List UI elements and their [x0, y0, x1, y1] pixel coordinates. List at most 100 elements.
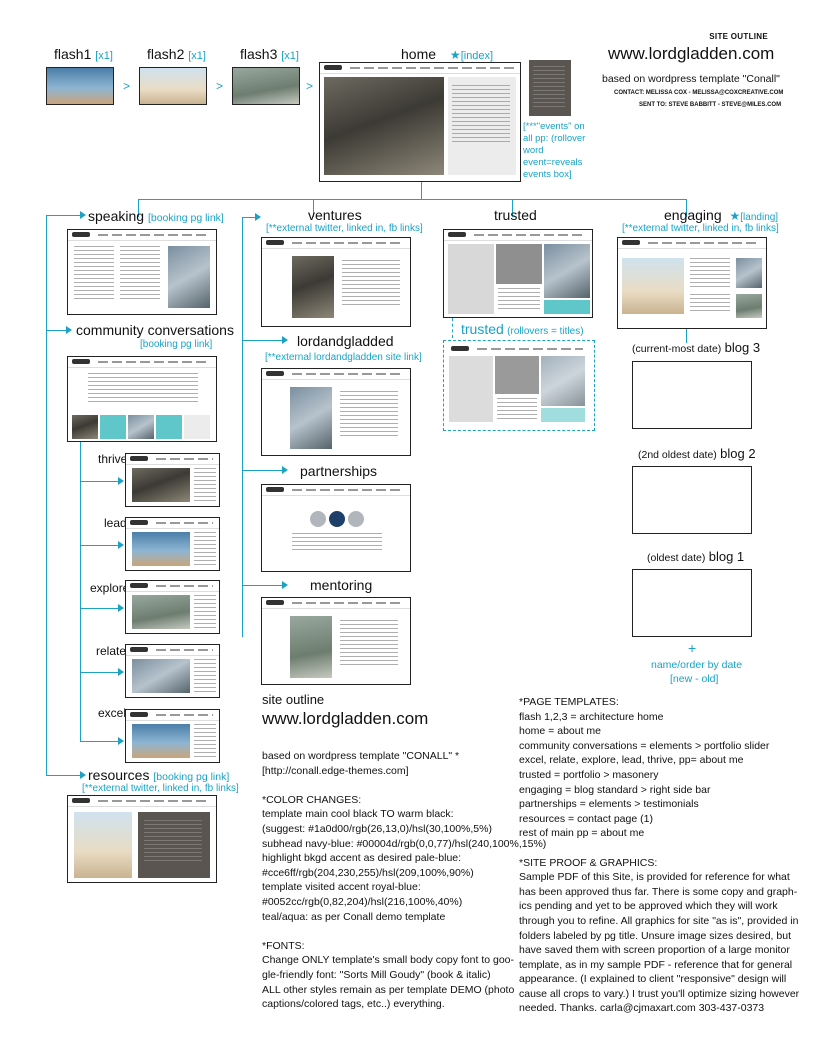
templates-line: has been approved thus far. There is som… [519, 885, 787, 900]
templates-line [519, 841, 787, 856]
outline-line [262, 778, 512, 793]
arrow-right-icon: > [123, 79, 130, 93]
home-thumbnail[interactable] [319, 62, 521, 182]
connector [242, 340, 282, 341]
events-box-thumbnail[interactable] [529, 60, 571, 116]
outline-line: template visited accent royal-blue: [262, 880, 512, 895]
connector [242, 470, 282, 471]
flash3-label: flash3 [x1] [240, 46, 299, 62]
partnerships-thumbnail[interactable] [261, 484, 411, 572]
connector [80, 442, 81, 742]
trusted-label: trusted [494, 207, 537, 223]
community-thumbnail[interactable] [67, 356, 217, 442]
templates-line: Sample PDF of this Site, is provided for… [519, 870, 787, 885]
trusted-thumbnail[interactable] [443, 229, 593, 318]
templates-line: community conversations = elements > por… [519, 739, 787, 754]
templates-line: template, as in my sample PDF - referenc… [519, 958, 787, 973]
arrow-icon [282, 336, 288, 344]
community-label: community conversations [76, 322, 234, 338]
flash2-thumbnail[interactable] [139, 67, 207, 105]
header-contact-2: SENT TO: STEVE BABBITT - STEVE@MILES.COM [639, 102, 781, 108]
connector [46, 215, 47, 775]
templates-line: *SITE PROOF & GRAPHICS: [519, 856, 787, 871]
connector [80, 545, 118, 546]
outline-line: highlight bkgd accent as desired pale-bl… [262, 851, 512, 866]
lordandgladded-label: lordandgladded [297, 333, 394, 349]
arrow-icon [66, 326, 72, 334]
templates-line: appearance. (I explained to client "resp… [519, 972, 787, 987]
header-url: www.lordgladden.com [608, 44, 774, 64]
site-outline-heading: SITE OUTLINE [709, 32, 768, 41]
resources-thumbnail[interactable] [67, 795, 217, 883]
engaging-thumbnail[interactable] [617, 237, 767, 329]
connector [421, 182, 422, 199]
lordandgladded-thumbnail[interactable] [261, 368, 411, 456]
outline-notes: site outline www.lordgladden.com based o… [262, 692, 512, 1012]
connector [46, 775, 80, 776]
outline-line: #0052cc/rgb(0,82,204)/hsl(216,100%,40%) [262, 895, 512, 910]
ventures-label: ventures [308, 207, 362, 223]
templates-line: ics pending and yet to be approved which… [519, 899, 787, 914]
header: SITE OUTLINE www.lordgladden.com based o… [600, 32, 810, 112]
flash1-label: flash1 [x1] [54, 46, 113, 62]
templates-line: cause all crops to vary.) I trust you'll… [519, 987, 787, 1002]
engaging-note: [**external twitter, linked in, fb links… [622, 223, 779, 234]
outline-line [262, 924, 512, 939]
outline-line: Change ONLY template's small body copy f… [262, 953, 512, 968]
trusted-rollover-thumbnail[interactable] [447, 344, 589, 425]
arrow-icon [282, 581, 288, 589]
blog1-box[interactable] [632, 569, 752, 637]
templates-line: have saved them with screen proportion o… [519, 943, 787, 958]
explore-thumbnail[interactable] [125, 580, 220, 634]
relate-thumbnail[interactable] [125, 644, 220, 698]
trusted-rollover-connector [452, 318, 453, 338]
arrow-right-icon: > [306, 79, 313, 93]
outline-title: site outline [262, 692, 512, 707]
blog3-box[interactable] [632, 361, 752, 429]
engaging-label: engaging ★[landing] [664, 207, 778, 223]
lead-thumbnail[interactable] [125, 517, 220, 571]
outline-line: teal/aqua: as per Conall demo template [262, 910, 512, 925]
star-icon: ★ [450, 48, 461, 62]
thrive-label: thrive [98, 452, 127, 466]
events-note: [***"events" on all pp: (rollover word e… [523, 121, 595, 181]
ventures-thumbnail[interactable] [261, 237, 411, 327]
templates-line: flash 1,2,3 = architecture home [519, 710, 787, 725]
resources-external-note: [**external twitter, linked in, fb links… [82, 783, 239, 794]
blog1-label: (oldest date) blog 1 [647, 549, 744, 564]
outline-line: subhead navy-blue: #00004d/rgb(0,0,77)/h… [262, 837, 512, 852]
speaking-thumbnail[interactable] [67, 229, 217, 315]
star-icon: ★ [730, 209, 741, 223]
mentoring-thumbnail[interactable] [261, 597, 411, 685]
flash1-thumbnail[interactable] [46, 67, 114, 105]
outline-line: template main cool black TO warm black: [262, 807, 512, 822]
explore-label: explore [90, 581, 129, 595]
connector [242, 585, 282, 586]
blog2-box[interactable] [632, 466, 752, 534]
blog2-label: (2nd oldest date) blog 2 [638, 446, 756, 461]
connector [46, 330, 68, 331]
templates-line: through you to refine. All graphics for … [519, 914, 787, 929]
thrive-thumbnail[interactable] [125, 453, 220, 507]
trusted-rollover-label: trusted (rollovers = titles) [461, 321, 584, 337]
speaking-label: speaking [booking pg link] [88, 208, 224, 224]
flash3-thumbnail[interactable] [232, 67, 300, 105]
header-based-on: based on wordpress template "Conall" [602, 73, 780, 85]
templates-line: trusted = portfolio > masonery [519, 768, 787, 783]
templates-line: resources = contact page (1) [519, 812, 787, 827]
outline-lines: based on wordpress template "CONALL" *[h… [262, 749, 512, 1012]
connector [242, 217, 256, 218]
connector [80, 481, 118, 482]
header-contact-1: CONTACT: MELISSA COX - MELISSA@COXCREATI… [614, 90, 783, 96]
arrow-icon [118, 604, 124, 612]
partnerships-label: partnerships [300, 463, 377, 479]
connector [138, 199, 686, 200]
resources-label: resources [booking pg link] [88, 767, 229, 783]
excel-thumbnail[interactable] [125, 709, 220, 763]
arrow-icon [118, 477, 124, 485]
outline-line: *FONTS: [262, 939, 512, 954]
new-old-note: [new - old] [670, 673, 718, 685]
outline-line: ALL other styles remain as per template … [262, 983, 512, 998]
templates-line: needed. Thanks. carla@cjmaxart.com 303-4… [519, 1001, 787, 1016]
arrow-icon [118, 668, 124, 676]
